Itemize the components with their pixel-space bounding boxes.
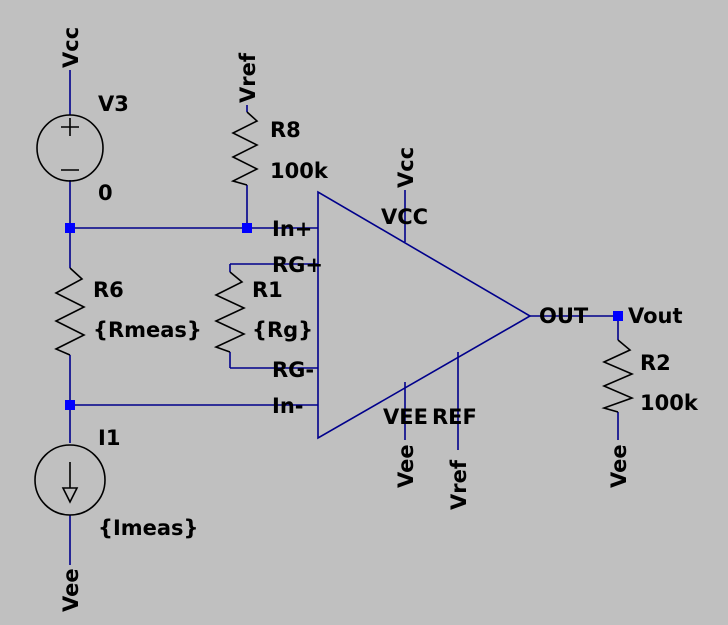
junctions bbox=[65, 223, 623, 410]
i1-value: {Imeas} bbox=[98, 516, 199, 540]
net-label-vee-bottom: Vee bbox=[59, 568, 83, 612]
pin-label-in-plus: In+ bbox=[272, 217, 312, 241]
r1-value: {Rg} bbox=[252, 318, 313, 342]
i1-ref: I1 bbox=[98, 426, 120, 450]
resistor-r2-icon[interactable] bbox=[601, 339, 635, 413]
net-label-vee-r2: Vee bbox=[607, 444, 631, 488]
v3-value: 0 bbox=[98, 181, 113, 205]
net-label-vcc-top: Vcc bbox=[59, 27, 83, 68]
r6-value: {Rmeas} bbox=[93, 318, 202, 342]
instrumentation-amplifier[interactable] bbox=[317, 190, 532, 440]
net-label-vref-amp: Vref bbox=[447, 459, 471, 510]
resistor-r1-icon[interactable] bbox=[213, 271, 246, 353]
resistor-r6-icon[interactable] bbox=[54, 267, 86, 356]
net-label-vref-r8: Vref bbox=[236, 52, 260, 103]
wires bbox=[69, 70, 619, 565]
pin-label-in-minus: In- bbox=[272, 394, 303, 418]
net-label-vcc-amp: Vcc bbox=[394, 147, 418, 188]
junction-vout bbox=[613, 311, 623, 321]
pin-label-rg-minus: RG- bbox=[272, 358, 314, 382]
current-source-icon bbox=[34, 444, 106, 516]
net-label-vee-amp: Vee bbox=[394, 444, 418, 488]
pin-label-vee: VEE bbox=[383, 405, 428, 429]
current-arrow-head bbox=[61, 487, 79, 504]
r8-value: 100k bbox=[270, 159, 329, 183]
junction-in-plus-left bbox=[65, 223, 75, 233]
junction-in-minus-left bbox=[65, 400, 75, 410]
voltage-source-v3[interactable] bbox=[36, 114, 104, 182]
pin-label-rg-plus: RG+ bbox=[272, 253, 323, 277]
pin-label-out: OUT bbox=[539, 304, 589, 328]
r1-ref: R1 bbox=[252, 278, 283, 302]
r2-value: 100k bbox=[640, 391, 699, 415]
v3-ref: V3 bbox=[98, 92, 129, 116]
net-label-vout: Vout bbox=[628, 304, 683, 328]
current-source-i1[interactable] bbox=[34, 444, 106, 516]
voltage-source-icon bbox=[36, 114, 104, 182]
pin-label-vcc: VCC bbox=[381, 205, 428, 229]
pin-label-ref: REF bbox=[432, 405, 477, 429]
r2-ref: R2 bbox=[640, 351, 671, 375]
junction-in-plus-r8 bbox=[242, 223, 252, 233]
r6-ref: R6 bbox=[93, 278, 124, 302]
r8-ref: R8 bbox=[270, 118, 301, 142]
resistor-r8-icon[interactable] bbox=[230, 111, 259, 186]
